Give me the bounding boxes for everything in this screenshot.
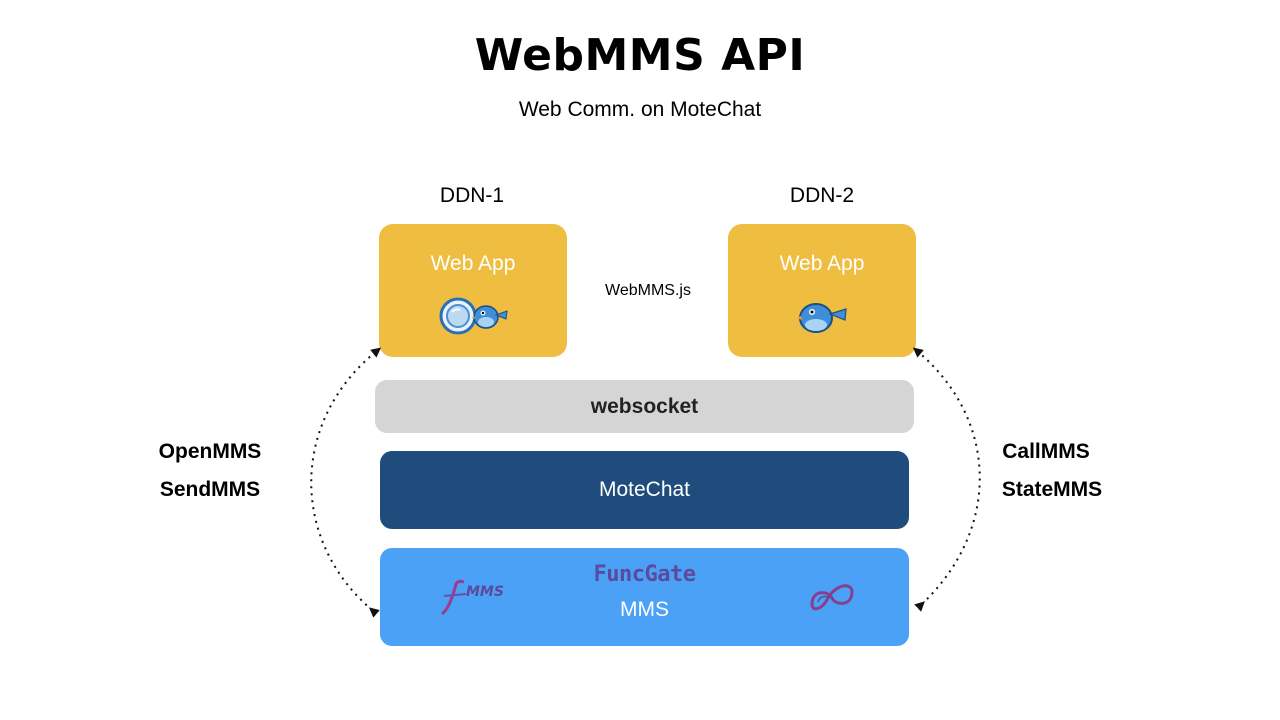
motechat-layer: MoteChat [380,451,909,529]
websocket-label: websocket [590,394,699,418]
library-label: WebMMS.js [605,282,691,299]
web-app-icons [379,296,567,341]
page-subtitle: Web Comm. on MoteChat [518,98,762,121]
web-app-title: Web App [779,252,865,275]
web-app-box-ddn-2: Web App [728,224,916,357]
fmms-logo-icon: MMS [436,578,512,623]
right-dotted-arrow [912,347,981,612]
svg-text:MMS: MMS [466,584,504,600]
ddn-2-label: DDN-2 [789,184,855,207]
web-app-title: Web App [430,252,516,275]
statemms-label: StateMMS [1001,478,1103,501]
websocket-layer: websocket [375,380,914,433]
mms-layer: MMS FuncGate MMS [380,548,909,646]
sendmms-label: SendMMS [159,478,261,501]
mms-label: MMS [620,598,669,621]
bird-icon [471,301,508,336]
funcgate-logo: FuncGate [593,562,696,587]
left-dotted-arrow [310,347,382,618]
page-title: WebMMS API [474,30,806,81]
ddn-1-label: DDN-1 [439,184,505,207]
callmms-label: CallMMS [1002,440,1090,463]
infinity-logo-icon [806,578,858,623]
openmms-label: OpenMMS [158,440,262,463]
web-app-box-ddn-1: Web App [379,224,567,357]
web-app-icons [728,296,916,341]
bird-icon [796,296,848,341]
motechat-label: MoteChat [598,478,691,501]
